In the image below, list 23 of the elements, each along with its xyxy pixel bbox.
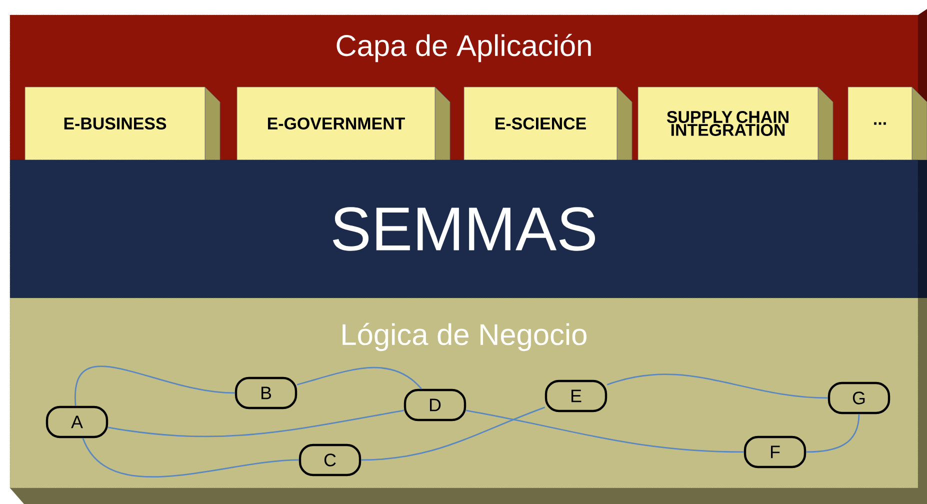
rounded-node: C [298,444,362,476]
link-line [361,406,546,461]
module-box: ... [848,86,927,160]
rounded-node: A [46,406,108,438]
link-line [806,414,860,453]
module-box: E-SCIENCE [464,86,632,160]
layer-title: Lógica de Negocio [342,322,586,352]
rounded-node: E [544,380,608,412]
rounded-node: B [234,376,298,410]
link-line [108,410,404,438]
link-line [606,374,828,399]
link-line [82,438,299,478]
link-line [74,366,235,406]
module-box: SUPPLY CHAIN INTEGRATION [638,86,834,160]
layer-title: Capa de Aplicación [336,34,591,62]
rounded-node: G [828,382,890,414]
link-line [466,410,744,453]
link-line [296,366,422,390]
rounded-node: D [404,388,466,422]
rounded-node: F [744,436,806,468]
module-box: E-GOVERNMENT [236,86,450,160]
layer-title: SEMMAS [332,207,596,251]
module-box: E-BUSINESS [24,86,220,160]
